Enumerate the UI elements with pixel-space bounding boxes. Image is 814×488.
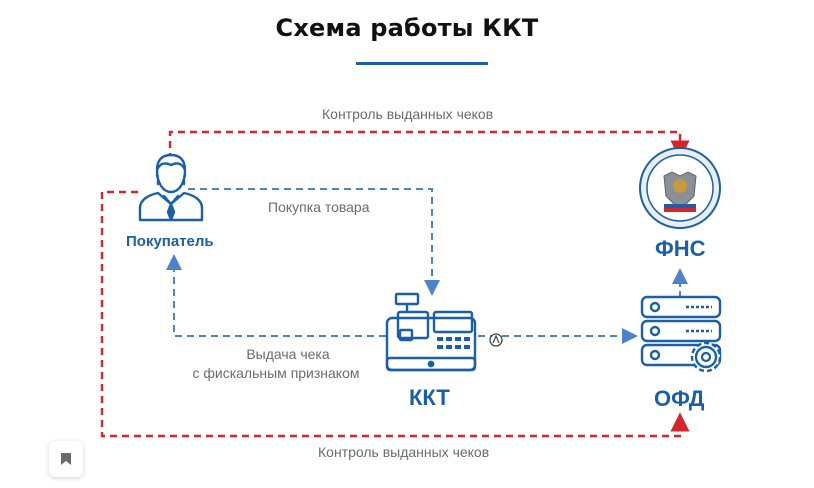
page-title: Схема работы ККТ: [275, 14, 539, 42]
control-bottom-arrow: [100, 190, 690, 438]
hand-cursor-icon: [489, 333, 503, 347]
fns-label: ФНС: [655, 236, 706, 261]
ofd-label: ОФД: [654, 386, 705, 411]
control-bottom-label: Контроль выданных чеков: [318, 444, 490, 460]
receipt-arrow: [166, 254, 386, 337]
kkt-keypad: [437, 337, 470, 349]
receipt-label-line1: Выдача чека: [246, 346, 330, 362]
purchase-label: Покупка товара: [268, 199, 370, 215]
control-top-arrow: [168, 130, 690, 160]
fns-emblem-icon: [639, 147, 721, 229]
control-top-label: Контроль выданных чеков: [322, 106, 494, 122]
bookmark-button[interactable]: [49, 441, 83, 477]
buyer-label: Покупатель: [126, 233, 214, 250]
purchase-arrow: [188, 188, 440, 296]
receipt-label-line2: с фискальным признаком: [192, 365, 360, 381]
bookmark-icon: [61, 453, 71, 465]
title-underline: [356, 62, 488, 65]
gear-icon: [690, 341, 722, 373]
person-head: [155, 153, 187, 194]
kkt-label: ККТ: [409, 385, 450, 410]
cash-register-icon: [385, 292, 477, 372]
